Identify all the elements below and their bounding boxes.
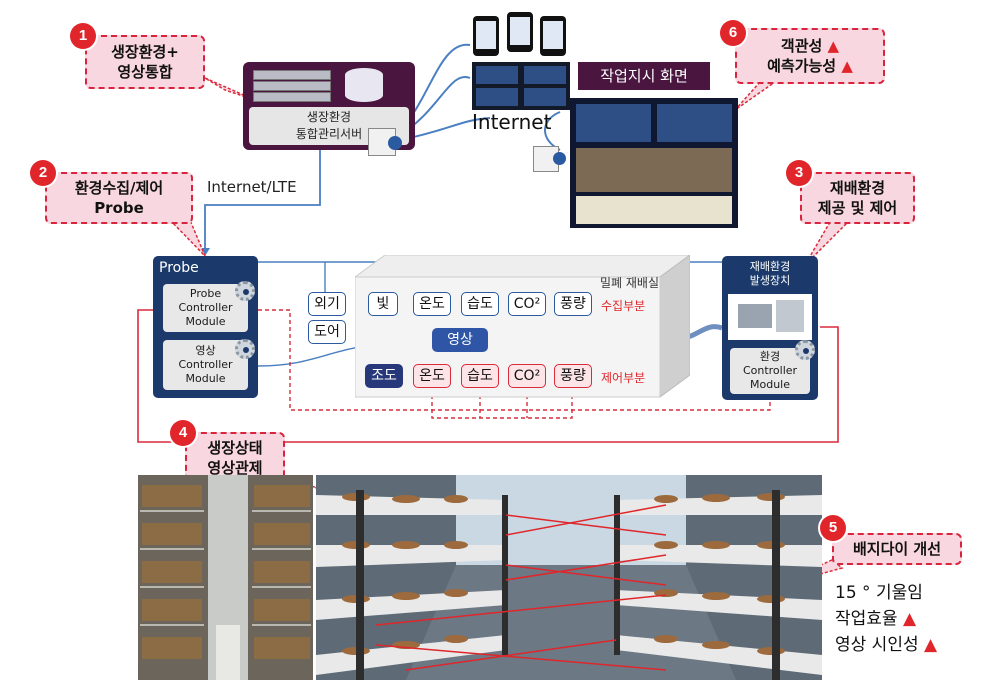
server-label-line1: 생장환경	[306, 110, 352, 124]
improvement-visibility-row: 영상 시인성 ▲	[835, 632, 995, 658]
callout-1-line2: 영상통합	[117, 63, 173, 81]
callout-1-line1: 생장환경+	[111, 43, 179, 61]
user-icon	[388, 136, 402, 150]
server-label: 생장환경 통합관리서버	[249, 107, 409, 145]
server-rack-icon	[253, 92, 331, 102]
control-illuminance: 조도	[365, 364, 403, 388]
probe-panel: Probe Probe Controller Module 영상 Control…	[153, 256, 258, 398]
callout-2-line1: 환경수집/제어	[74, 179, 164, 197]
control-section-label: 제어부분	[601, 371, 646, 385]
video-controller-module: 영상 Controller Module	[163, 340, 248, 390]
callout-3-number: 3	[786, 160, 812, 186]
callout-env-video-integration: 생장환경+ 영상통합	[85, 35, 205, 89]
control-airflow: 풍량	[554, 364, 592, 388]
callout-3-line1: 재배환경	[829, 179, 886, 197]
collect-temperature: 온도	[413, 292, 451, 316]
work-screen-title: 작업지시 화면	[578, 62, 710, 90]
device-diagram-image	[728, 294, 812, 340]
callout-2-line2: Probe	[94, 199, 144, 217]
callout-1-number: 1	[70, 23, 96, 49]
improvement-efficiency: 작업효율	[835, 609, 898, 629]
control-temperature: 온도	[413, 364, 451, 388]
env-module-line2: Controller	[742, 364, 798, 377]
callout-2-number: 2	[30, 160, 56, 186]
env-device-title-line1: 재배환경	[749, 260, 791, 273]
env-module-line3: Module	[750, 378, 790, 391]
probe-title: Probe	[159, 260, 199, 276]
work-screen-image	[570, 98, 738, 228]
callout-4-line1: 생장상태	[207, 439, 263, 457]
env-module-line1: 환경	[759, 350, 781, 363]
callout-shelf-improvement: 배지다이 개선	[832, 533, 962, 565]
gear-icon	[235, 281, 255, 301]
video-controller-line2: Controller	[178, 358, 233, 371]
gear-icon	[795, 340, 815, 360]
video-controller-line3: Module	[185, 372, 226, 385]
collect-humidity: 습도	[461, 292, 499, 316]
video-controller-line1: 영상	[195, 344, 216, 357]
database-icon	[345, 68, 383, 102]
callout-4-number: 4	[170, 420, 196, 446]
chamber-title: 밀폐 재배실	[600, 276, 660, 290]
probe-controller-line2: Controller	[178, 301, 233, 314]
probe-controller-line3: Module	[185, 315, 226, 328]
control-humidity: 습도	[461, 364, 499, 388]
callout-env-control: 재배환경 제공 및 제어	[800, 172, 915, 224]
increase-arrow-icon: ▲	[924, 635, 938, 655]
callout-4-line2: 영상관제	[207, 459, 263, 477]
shelf-rendering	[316, 475, 822, 680]
probe-controller-line1: Probe	[189, 287, 222, 300]
internet-label: Internet	[472, 110, 552, 134]
control-co2: CO²	[508, 364, 546, 388]
smartphone-icon	[473, 16, 499, 56]
increase-arrow-icon: ▲	[902, 609, 917, 629]
callout-probe: 환경수집/제어 Probe	[45, 172, 193, 224]
callout-6-line1: 객관성	[780, 37, 823, 55]
probe-controller-module: Probe Controller Module	[163, 284, 248, 332]
smartphone-icon	[507, 12, 533, 52]
collect-light: 빛	[368, 292, 398, 316]
sealed-chamber-box	[355, 255, 690, 398]
callout-objectivity-predictability: 객관성 ▲ 예측가능성 ▲	[735, 28, 885, 84]
collect-airflow: 풍량	[554, 292, 592, 316]
env-device-panel: 재배환경 발생장치 환경 Controller Module	[722, 256, 818, 400]
server-label-line2: 통합관리서버	[295, 127, 363, 141]
door-box: 도어	[308, 320, 346, 344]
callout-5-line1: 배지다이 개선	[852, 540, 942, 558]
improvement-visibility: 영상 시인성	[835, 635, 919, 655]
callout-6-line2: 예측가능성	[767, 57, 837, 75]
collect-co2: CO²	[508, 292, 546, 316]
callout-3-line2: 제공 및 제어	[817, 199, 898, 217]
env-device-title: 재배환경 발생장치	[722, 260, 818, 288]
server-rack-icon	[253, 70, 331, 80]
server-rack-icon	[253, 81, 331, 91]
smartphone-icon	[540, 16, 566, 56]
collect-section-label: 수집부분	[601, 299, 646, 313]
increase-arrow-icon: ▲	[841, 57, 853, 75]
server-panel: 생장환경 통합관리서버	[243, 62, 415, 150]
env-device-title-line2: 발생장치	[749, 274, 791, 287]
improvement-list: 15 ° 기울임 작업효율 ▲ 영상 시인성 ▲	[835, 580, 995, 658]
internet-lte-label: Internet/LTE	[207, 178, 297, 196]
gear-icon	[235, 339, 255, 359]
callout-6-number: 6	[720, 20, 746, 46]
monitor-grid-icon	[472, 62, 570, 110]
improvement-efficiency-row: 작업효율 ▲	[835, 606, 995, 632]
user-icon	[553, 152, 566, 165]
callout-5-number: 5	[820, 515, 846, 541]
improvement-tilt: 15 ° 기울임	[835, 583, 923, 603]
cultivation-room-photo	[138, 475, 313, 680]
outside-air-box: 외기	[308, 292, 346, 316]
increase-arrow-icon: ▲	[827, 37, 840, 55]
video-box: 영상	[432, 328, 488, 352]
